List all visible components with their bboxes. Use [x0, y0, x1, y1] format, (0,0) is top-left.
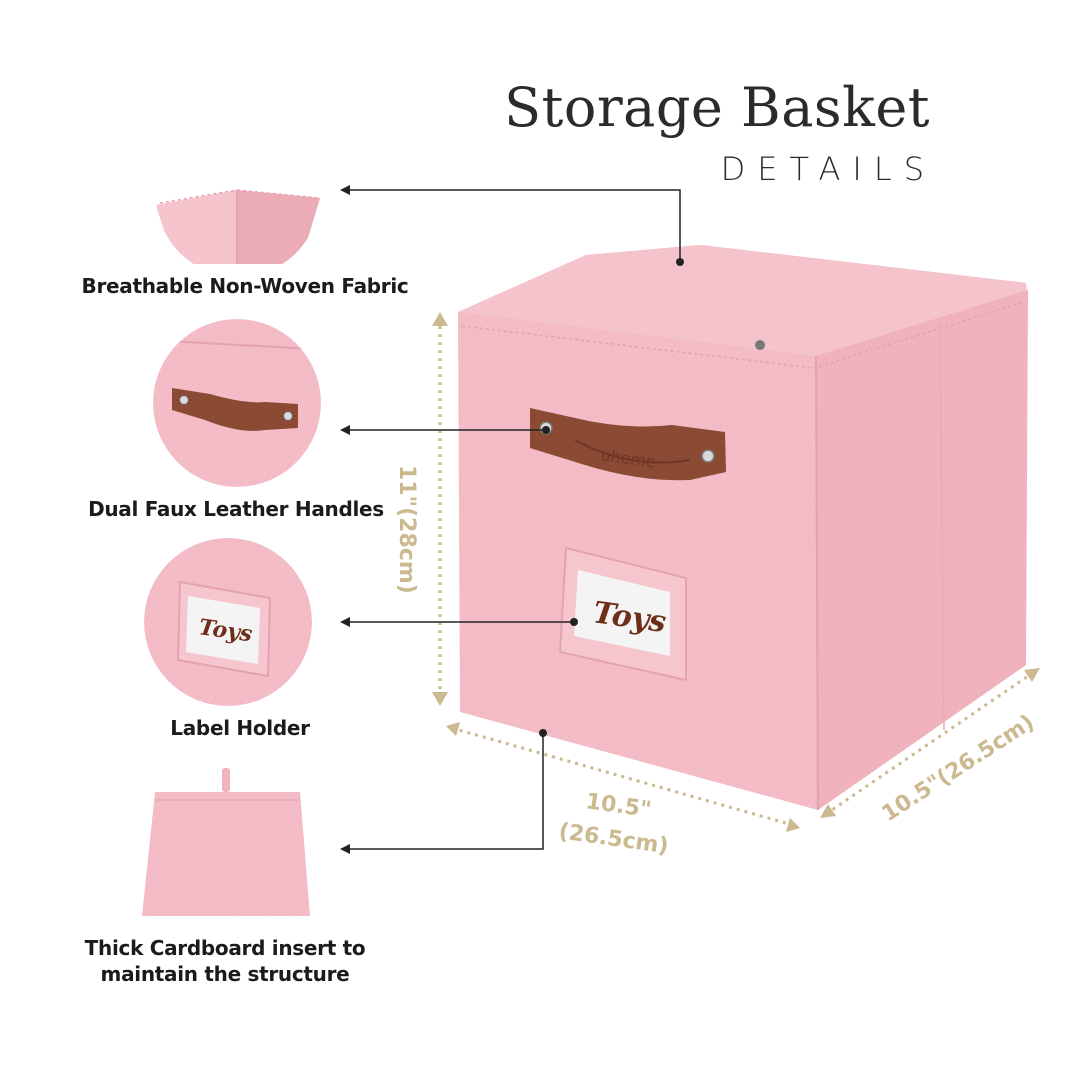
front-width-dimension: 10.5"	[584, 789, 653, 823]
feature-label-handles: Dual Faux Leather Handles	[88, 497, 384, 521]
front-width-dimension-cm: (26.5cm)	[557, 819, 670, 859]
height-dimension: 11"(28cm)	[394, 465, 419, 594]
cardboard-insert-icon	[142, 768, 310, 916]
page-title: Storage Basket	[504, 76, 930, 139]
callout-lines	[348, 189, 681, 850]
feature-label-fabric: Breathable Non-Woven Fabric	[81, 274, 409, 298]
callout-arrow-4	[340, 844, 350, 854]
callout-arrow-1	[340, 185, 350, 195]
leather-handle-icon	[153, 319, 321, 487]
feature-label-cardboard-line2: maintain the structure	[100, 962, 350, 986]
feature-label-label-holder: Label Holder	[170, 716, 310, 740]
callout-arrow-2	[340, 425, 350, 435]
feature-label-cardboard-line1: Thick Cardboard insert to	[84, 936, 366, 960]
fabric-corner-icon	[156, 189, 320, 277]
label-holder-icon: Toys	[144, 538, 312, 706]
callout-arrow-3	[340, 617, 350, 627]
label-holder: Toys	[558, 546, 687, 682]
page-subtitle: DETAILS	[720, 150, 936, 188]
storage-basket-image: uheme Toys	[458, 245, 1028, 811]
